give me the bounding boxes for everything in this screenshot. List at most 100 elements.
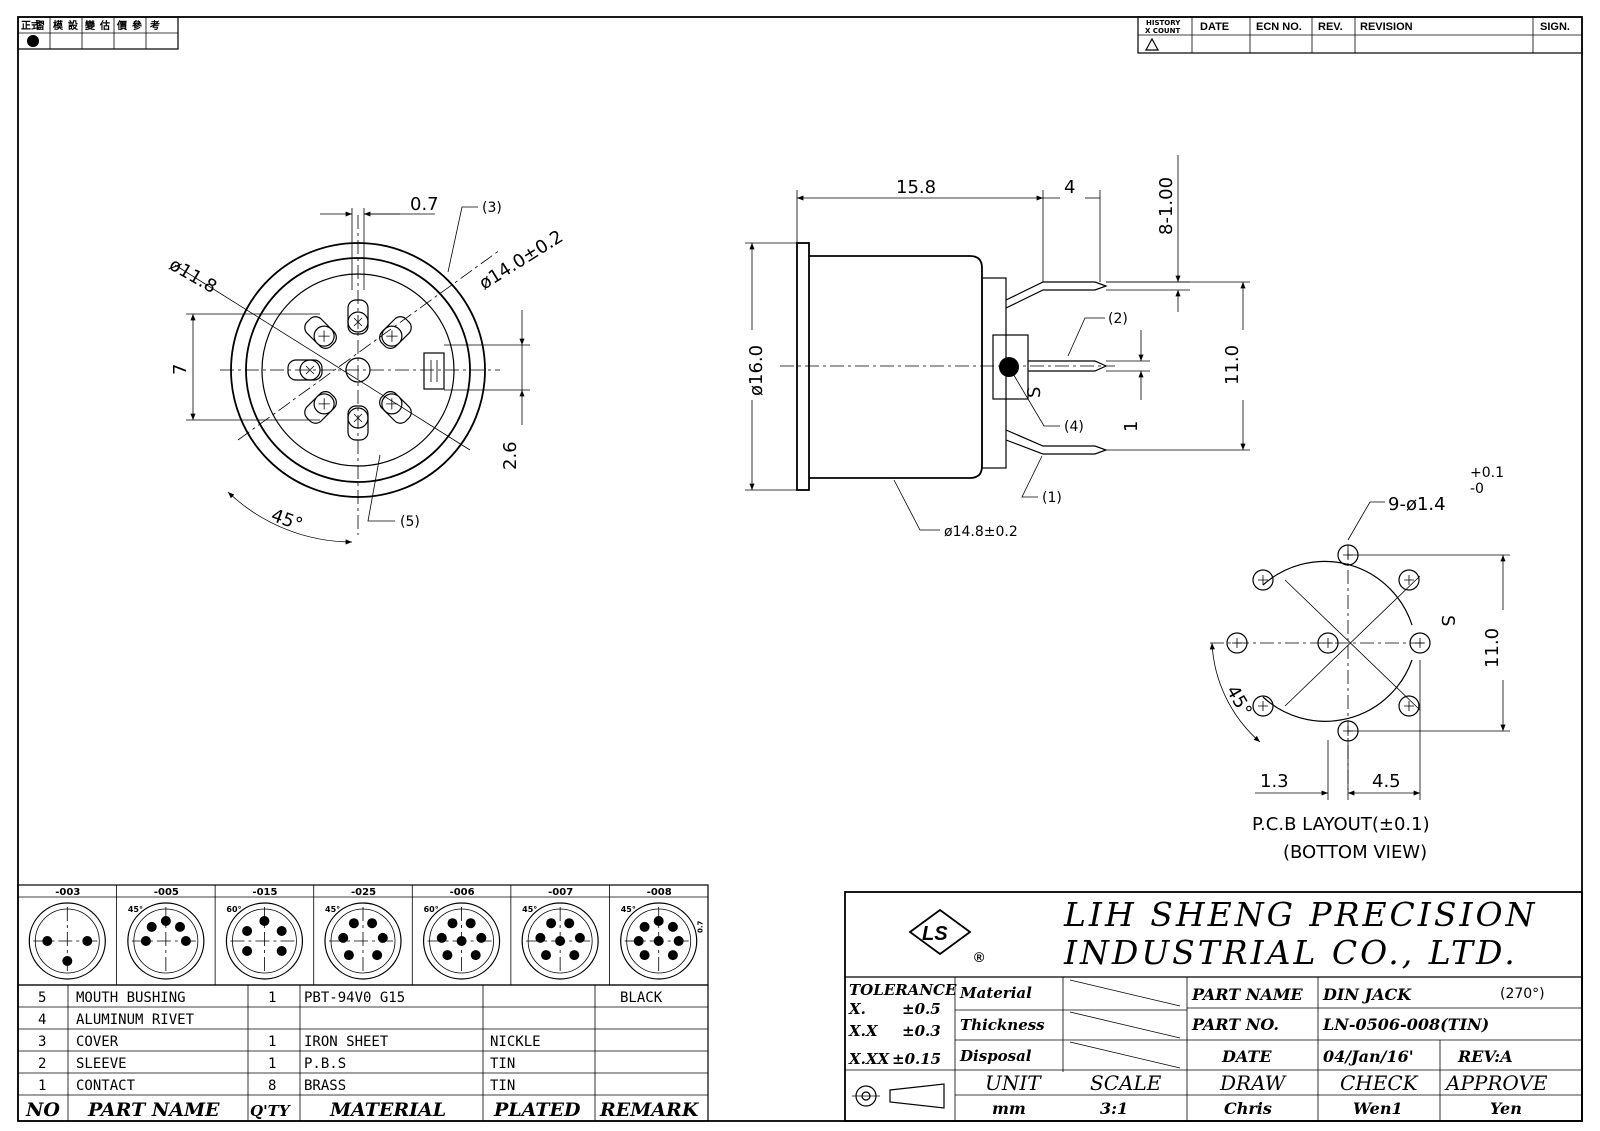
- dim-pin-gap: 1: [1121, 421, 1142, 432]
- dim-tail: 4: [1064, 177, 1075, 198]
- scale-label: SCALE: [1090, 1071, 1162, 1095]
- disposal-label: Disposal: [959, 1047, 1032, 1065]
- side-shield-mark: S: [1024, 387, 1045, 398]
- bom-header-no: NO: [25, 1099, 60, 1121]
- flange: [796, 242, 810, 491]
- bom-cell-remark: BLACK: [620, 990, 663, 1006]
- variant-cells: -003-00545°-01560°-02545°-00660°-00745°-…: [28, 885, 705, 985]
- pcb-hole: [1317, 632, 1339, 654]
- bom-cell-plated: TIN: [490, 1056, 515, 1072]
- sign-header: SIGN.: [1540, 21, 1570, 33]
- stamp-official-2: 習: [35, 20, 45, 32]
- bom-cell-part-name: SLEEVE: [76, 1056, 127, 1072]
- part-no-value: LN-0506-008(TIN): [1322, 1015, 1489, 1034]
- variant-pin: [541, 950, 551, 961]
- variant-code: -007: [548, 887, 573, 898]
- company-logo-icon: [908, 908, 972, 956]
- bom-cell-part-name: MOUTH BUSHING: [76, 990, 186, 1006]
- bom-cell-plated: TIN: [490, 1078, 515, 1094]
- variant-pin: [465, 918, 476, 929]
- stamp-dot-icon: [27, 35, 39, 47]
- tol-minus: -0: [1470, 481, 1484, 497]
- callout-cover: (3): [482, 200, 502, 216]
- variant-pin: [180, 936, 191, 946]
- date-label: DATE: [1221, 1047, 1272, 1066]
- callout-rivet: (4): [1064, 419, 1084, 435]
- bom-cell-qty: 8: [268, 1078, 276, 1094]
- dim-pcb-left: 1.3: [1260, 771, 1289, 792]
- variant-angle: 45°: [522, 905, 537, 914]
- revision-block: HISTORY X COUNT DATE ECN NO. REV. REVISI…: [1137, 16, 1583, 54]
- callout-bushing: (5): [400, 514, 420, 530]
- part-name-value: DIN JACK: [1322, 985, 1412, 1004]
- body-sleeve: [809, 255, 983, 479]
- tol-xxx-label: X.XX: [848, 1050, 890, 1068]
- dim-key-width: 2.6: [500, 441, 521, 470]
- dim-length: 15.8: [896, 177, 936, 198]
- projection-cone-icon: [889, 1083, 945, 1109]
- pcb-hole: [1252, 569, 1274, 591]
- variant-pin: [160, 916, 171, 926]
- callout-sleeve: (2): [1108, 311, 1128, 327]
- tol-xx-value: ±0.3: [902, 1022, 941, 1040]
- unit-value: mm: [992, 1099, 1026, 1118]
- pcb-shield-mark: S: [1437, 615, 1458, 626]
- variant-pin: [348, 918, 359, 929]
- variant-pin: [667, 921, 678, 932]
- pin-socket: [304, 316, 337, 349]
- stamp-trial: 模: [53, 19, 64, 32]
- bom-cell-no: 4: [38, 1012, 46, 1028]
- history-label: HISTORY: [1146, 19, 1181, 27]
- approve-value: Yen: [1490, 1099, 1522, 1118]
- variant-pin: [535, 932, 546, 943]
- variant-code: -015: [252, 887, 277, 898]
- bom-cell-no: 2: [38, 1056, 46, 1072]
- rivet-block: [992, 334, 1029, 400]
- variant-pin: [639, 950, 650, 961]
- dim-pcb-right: 4.5: [1372, 771, 1401, 792]
- scale-value: 3:1: [1100, 1099, 1128, 1118]
- revision-triangle-icon: [1144, 37, 1160, 51]
- variant-pin: [42, 936, 53, 946]
- bom-header-qty: Q'TY: [250, 1102, 291, 1120]
- dim-height: 7: [170, 364, 191, 375]
- variant-code: -005: [154, 887, 179, 898]
- bom-cell-material: IRON SHEET: [304, 1034, 389, 1050]
- variant-pin: [555, 936, 566, 946]
- company-name-line2: INDUSTRIAL CO., LTD.: [1063, 933, 1518, 972]
- stamp-change: 估: [99, 19, 110, 32]
- callout-contact: (1): [1042, 490, 1062, 506]
- check-value: Wen1: [1353, 1099, 1403, 1118]
- dim-pin-width: 0.7: [410, 194, 439, 215]
- top-pin: [1005, 281, 1108, 309]
- dim-flange-dia: ø16.0: [746, 345, 767, 396]
- variant-cell: -003: [28, 887, 106, 980]
- variant-angle: 45°: [128, 905, 143, 914]
- dim-front-angle: 45°: [268, 505, 305, 536]
- side-view: 15.8 4 8-1.00 ø16.0 ø14.8±0.2 11.0 1 S: [745, 155, 1250, 540]
- bom-cell-part-name: CONTACT: [76, 1078, 136, 1094]
- variant-pin: [546, 918, 557, 929]
- bom-cell-no: 3: [38, 1034, 46, 1050]
- stamp-design: 變: [84, 19, 96, 32]
- registered-mark: ®: [974, 949, 985, 965]
- variant-pin: [639, 921, 650, 932]
- variant-pin: [377, 932, 388, 943]
- pcb-layout-view: 9-ø1.4 +0.1 -0 11.0 45° S 1.3 4.5 P.C.B …: [1209, 465, 1510, 863]
- variant-pin: [343, 950, 354, 961]
- dim-outer-dia: ø14.0±0.2: [476, 226, 568, 294]
- variant-pin: [367, 918, 378, 929]
- dim-pin-size: 8-1.00: [1156, 177, 1177, 235]
- variant-pin: [276, 926, 287, 936]
- pcb-hole: [1409, 632, 1431, 654]
- variant-pin: [447, 918, 458, 929]
- bom-cell-qty: 1: [268, 1056, 276, 1072]
- variant-pin: [276, 946, 287, 956]
- tol-x-label: X.: [848, 1000, 866, 1018]
- count-label: X COUNT: [1145, 27, 1180, 35]
